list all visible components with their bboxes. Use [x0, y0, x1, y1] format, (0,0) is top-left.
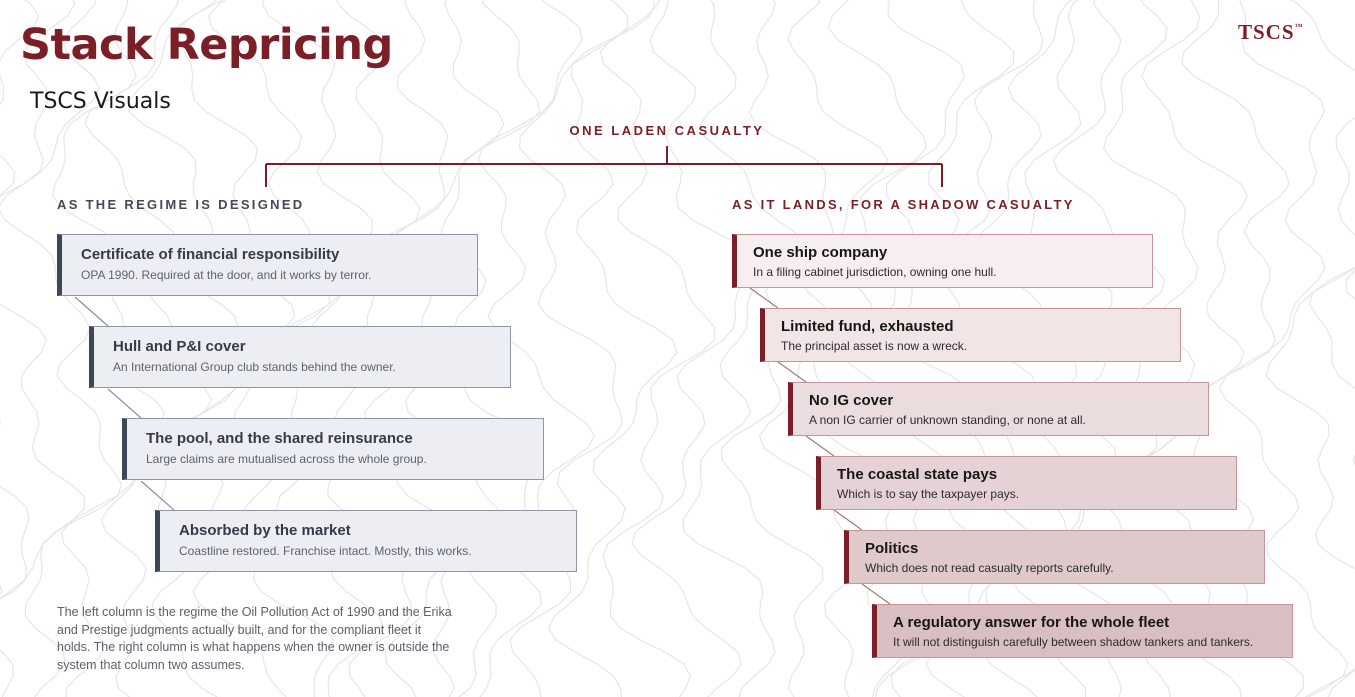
card-text: It will not distinguish carefully betwee… [893, 635, 1254, 649]
right-card-coastal-state: The coastal state pays Which is to say t… [816, 456, 1237, 510]
left-card-certificate: Certificate of financial responsibility … [57, 234, 478, 296]
card-text: An International Group club stands behin… [113, 360, 396, 374]
right-step-connector [749, 287, 779, 309]
left-step-connector [107, 388, 142, 419]
card-text: Which is to say the taxpayer pays. [837, 487, 1020, 501]
page-subtitle: TSCS Visuals [30, 89, 171, 114]
right-step-connector [833, 509, 863, 531]
contour-line [547, 0, 678, 697]
card-text: In a filing cabinet jurisdiction, owning… [753, 265, 997, 279]
right-card-limited-fund: Limited fund, exhausted The principal as… [760, 308, 1181, 362]
right-card-politics: Politics Which does not read casualty re… [844, 530, 1265, 584]
card-title: The pool, and the shared reinsurance [146, 430, 413, 447]
contour-line [0, 0, 86, 697]
logo-text: TSCS [1238, 20, 1295, 44]
right-card-no-ig-cover: No IG cover A non IG carrier of unknown … [788, 382, 1209, 436]
right-step-connector [861, 583, 891, 605]
contour-line [0, 0, 123, 697]
contour-line [1134, 0, 1249, 697]
root-label: ONE LADEN CASUALTY [569, 123, 765, 138]
right-card-regulatory-answer: A regulatory answer for the whole fleet … [872, 604, 1293, 658]
card-title: The coastal state pays [837, 466, 998, 483]
left-step-connector [140, 480, 175, 511]
contour-line [682, 0, 806, 697]
card-text: Which does not read casualty reports car… [865, 561, 1114, 575]
tscs-logo: TSCS™ [1238, 20, 1304, 45]
contour-line [599, 0, 716, 697]
card-text: Coastline restored. Franchise intact. Mo… [179, 544, 472, 558]
trademark-mark: ™ [1294, 22, 1304, 31]
contour-line [631, 0, 754, 697]
left-column-header: AS THE REGIME IS DESIGNED [57, 197, 305, 212]
contour-line [1218, 0, 1349, 697]
contour-line [1181, 0, 1305, 697]
card-text: The principal asset is now a wreck. [781, 339, 968, 353]
card-title: One ship company [753, 244, 888, 261]
right-step-connector [777, 361, 807, 383]
card-text: OPA 1990. Required at the door, and it w… [81, 268, 372, 282]
contour-line [1308, 266, 1355, 697]
card-title: Hull and P&I cover [113, 338, 246, 355]
card-text: A non IG carrier of unknown standing, or… [809, 413, 1086, 427]
left-card-market: Absorbed by the market Coastline restore… [155, 510, 577, 572]
right-column-header: AS IT LANDS, FOR A SHADOW CASUALTY [732, 197, 1075, 212]
contour-line [1265, 0, 1355, 697]
card-title: Limited fund, exhausted [781, 318, 954, 335]
card-title: No IG cover [809, 392, 894, 409]
contour-line [477, 0, 596, 697]
contour-line [0, 583, 3, 596]
left-step-connector [74, 296, 109, 327]
card-title: A regulatory answer for the whole fleet [893, 614, 1170, 631]
right-card-one-ship-company: One ship company In a filing cabinet jur… [732, 234, 1153, 288]
contour-line [0, 0, 40, 600]
left-card-pool: The pool, and the shared reinsurance Lar… [122, 418, 544, 480]
card-title: Absorbed by the market [179, 522, 351, 539]
card-title: Certificate of financial responsibility [81, 246, 340, 263]
left-card-hull-pi: Hull and P&I cover An International Grou… [89, 326, 511, 388]
footnote: The left column is the regime the Oil Po… [57, 605, 452, 672]
card-text: Large claims are mutualised across the w… [146, 452, 427, 466]
page-title: Stack Repricing [20, 20, 393, 70]
contour-line [509, 0, 629, 697]
right-step-connector [805, 435, 835, 457]
card-title: Politics [865, 540, 919, 557]
